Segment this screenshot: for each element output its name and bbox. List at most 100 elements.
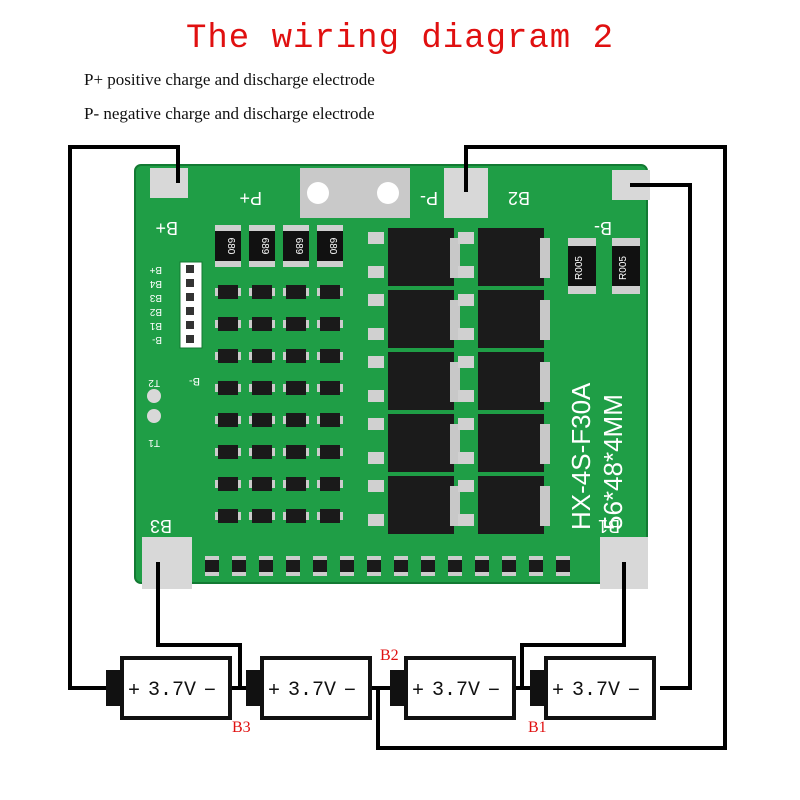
bms-board: B+ P+ P- B2 B- B3 B1 HX-4S-F30A 56*48*4M… [134,164,650,589]
smd-component [340,556,354,576]
connector-label: B2 [149,306,162,317]
board-label-t2: T2 [148,377,160,388]
mosfet [388,352,454,410]
smd-component [448,556,462,576]
board-label-b-minus-small: B- [189,375,200,387]
connector-pin [186,293,194,301]
diagram-title: The wiring diagram 2 [185,20,615,58]
pad-b3 [142,537,192,589]
connector-pin [186,335,194,343]
ic-chip [320,285,340,299]
battery-body [260,656,372,720]
legend-p-plus: P+ positive charge and discharge electro… [84,70,375,89]
wire-b-minus [630,183,692,690]
ic-chip [252,445,272,459]
ic-chip [286,349,306,363]
shunt-resistor [612,238,640,294]
ic-chip [218,285,238,299]
resistor-top-label: 689 [259,238,270,255]
smd-component [529,556,543,576]
ic-chip [218,381,238,395]
resistor-top [249,225,275,267]
ic-chip [320,477,340,491]
resistor-top-label: 689 [293,238,304,255]
battery-minus: − [628,680,640,703]
smd-component [421,556,435,576]
mosfet [478,290,544,348]
battery-minus: − [488,680,500,703]
ic-chip [286,445,306,459]
ic-chip [218,509,238,523]
battery-voltage: 3.7V [432,679,480,702]
board-label-t1: T1 [148,437,160,448]
battery-body [544,656,656,720]
ic-chip [252,509,272,523]
smd-component [286,556,300,576]
mosfet [478,414,544,472]
node-label-b2: B2 [380,647,399,664]
mosfet [388,228,454,286]
board-model: HX-4S-F30A [566,382,596,530]
resistor-top [215,225,241,267]
hole-p-minus [377,182,399,204]
battery-cell: +3.7V− [390,656,516,720]
mosfet-array [368,228,550,534]
battery-plus: + [268,680,280,703]
board-size: 56*48*4MM [598,394,628,530]
wire-b-plus [68,145,180,690]
bottom-component-row [205,556,570,576]
ic-chip [252,285,272,299]
battery-cell: +3.7V− [246,656,372,720]
smd-component [313,556,327,576]
board-label-p-plus: P+ [239,188,262,208]
wire-b1 [520,562,626,688]
smd-component [259,556,273,576]
battery-cell: +3.7V− [530,656,656,720]
battery-body [404,656,516,720]
thermistor-pad-t1 [147,409,161,423]
battery-cell: +3.7V− [106,656,232,720]
battery-plus: + [412,680,424,703]
smd-component [205,556,219,576]
battery-terminal [530,670,546,706]
ic-chip [252,413,272,427]
board-label-b-minus: B- [594,218,612,238]
battery-pack: +3.7V−+3.7V−+3.7V−+3.7V− [106,656,656,720]
ic-chip [320,509,340,523]
battery-minus: − [204,680,216,703]
ic-chip [252,317,272,331]
shunt-resistor [568,238,596,294]
mosfet [388,290,454,348]
wire-b3 [156,562,242,688]
resistor-top-label: 680 [327,238,338,255]
connector-label: B1 [149,320,162,331]
resistor-top [317,225,343,267]
ic-chip [286,477,306,491]
smd-component [556,556,570,576]
smd-component [367,556,381,576]
ic-chip [252,381,272,395]
ic-chip [320,445,340,459]
pad-b-plus [150,168,188,198]
connector-label: B4 [149,278,162,289]
mosfet [478,228,544,286]
board-label-p-minus: P- [420,188,438,208]
ic-chip [218,445,238,459]
ic-chip [286,381,306,395]
mosfet [388,476,454,534]
node-label-b1: B1 [528,719,547,736]
ic-columns [215,285,343,523]
node-label-b3: B3 [232,719,251,736]
shunt-resistor-label: R005 [618,256,629,280]
hole-p-plus [307,182,329,204]
battery-voltage: 3.7V [288,679,336,702]
battery-terminal [106,670,122,706]
battery-minus: − [344,680,356,703]
battery-terminal [390,670,406,706]
smd-component [232,556,246,576]
smd-component [394,556,408,576]
thermistor-pad-t2 [147,389,161,403]
